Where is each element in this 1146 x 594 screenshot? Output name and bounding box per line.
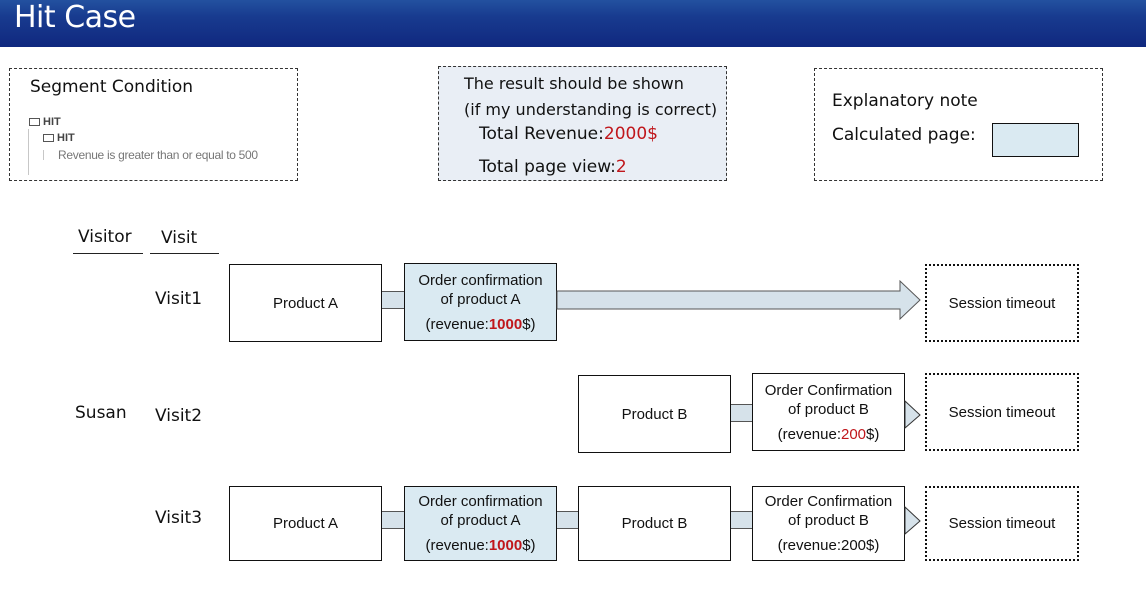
page-title: Hit Case <box>14 0 136 35</box>
page-node-order-confirmation-b: Order Confirmation of product B (revenue… <box>752 373 905 451</box>
node-subtitle: of product B <box>788 400 869 418</box>
revenue-value: 1000 <box>488 537 523 554</box>
visitor-header-underline <box>73 253 143 254</box>
page-node-order-confirmation-b: Order Confirmation of product B (revenue… <box>752 486 905 561</box>
node-title: Product A <box>272 294 339 312</box>
visit-label: Visit2 <box>155 406 203 426</box>
tree-line <box>28 129 29 175</box>
visit-column-header: Visit <box>161 228 198 248</box>
container-icon <box>29 118 40 126</box>
node-title: Order confirmation <box>418 271 543 289</box>
expected-result-panel: The result should be shown (if my unders… <box>438 66 727 181</box>
page-node-order-confirmation-a: Order confirmation of product A (revenue… <box>404 486 557 561</box>
node-title: Product B <box>621 515 688 532</box>
legend-calculated-label: Calculated page: <box>832 125 976 145</box>
nested-hit-container: HIT <box>43 132 75 144</box>
session-timeout-node: Session timeout <box>925 486 1079 561</box>
visit-label: Visit3 <box>155 508 203 528</box>
hit-container-label: HIT <box>43 116 61 128</box>
title-banner: Hit Case <box>0 0 1146 47</box>
segment-condition-panel: Segment Condition HIT HIT Revenue is gre… <box>9 68 298 181</box>
tree-line <box>43 150 44 160</box>
node-title: Order Confirmation <box>764 493 893 510</box>
flow-connector <box>382 291 404 309</box>
visit-label: Visit1 <box>155 289 203 309</box>
node-title: Order confirmation <box>418 493 543 510</box>
flow-arrowhead <box>904 505 921 536</box>
revenue-value: 200 <box>841 425 867 443</box>
visitor-name: Susan <box>75 403 127 423</box>
session-timeout-node: Session timeout <box>925 373 1079 451</box>
visitor-column-header: Visitor <box>78 227 132 247</box>
hit-container: HIT <box>29 116 61 128</box>
node-revenue: (revenue:1000$) <box>425 537 536 554</box>
total-page-views-value: 2 <box>615 157 627 177</box>
result-heading: The result should be shown <box>464 74 684 93</box>
node-title: Session timeout <box>948 403 1056 421</box>
node-revenue: (revenue:200$) <box>777 425 880 443</box>
segment-rule: Revenue is greater than or equal to 500 <box>58 148 258 162</box>
node-subtitle: of product A <box>440 512 521 529</box>
visit-header-underline <box>150 253 219 254</box>
node-subtitle: of product B <box>788 512 869 529</box>
legend-calculated-swatch <box>992 123 1079 157</box>
session-timeout-node: Session timeout <box>925 264 1079 342</box>
node-title: Session timeout <box>948 515 1056 532</box>
node-subtitle: of product A <box>440 290 521 308</box>
long-flow-arrow <box>556 279 921 321</box>
total-revenue-label: Total Revenue: <box>479 124 604 144</box>
page-node-order-confirmation-a: Order confirmation of product A (revenue… <box>404 263 557 341</box>
page-node-product-a: Product A <box>229 486 382 561</box>
segment-condition-title: Segment Condition <box>30 77 194 97</box>
legend-panel: Explanatory note Calculated page: <box>814 68 1103 181</box>
page-node-product-b: Product B <box>578 375 731 453</box>
node-title: Product A <box>272 515 339 532</box>
flow-arrowhead <box>904 399 921 430</box>
nested-hit-container-label: HIT <box>57 132 75 144</box>
container-icon <box>43 134 54 142</box>
node-title: Product B <box>621 405 688 423</box>
node-revenue: (revenue:200$) <box>777 537 880 554</box>
legend-title: Explanatory note <box>832 91 978 111</box>
flow-connector <box>382 511 404 529</box>
flow-connector <box>557 511 579 529</box>
node-revenue: (revenue:1000$) <box>425 315 536 333</box>
flow-connector <box>731 511 753 529</box>
flow-connector <box>731 404 753 422</box>
total-revenue: Total Revenue:2000$ <box>479 124 658 144</box>
result-subheading: (if my understanding is correct) <box>464 100 718 119</box>
total-revenue-value: 2000$ <box>603 124 658 144</box>
node-title: Order Confirmation <box>764 381 893 399</box>
revenue-value: 1000 <box>488 315 523 333</box>
total-page-views: Total page view:2 <box>479 157 627 177</box>
page-node-product-b: Product B <box>578 486 731 561</box>
total-page-views-label: Total page view: <box>479 157 616 177</box>
page-node-product-a: Product A <box>229 264 382 342</box>
node-title: Session timeout <box>948 294 1056 312</box>
